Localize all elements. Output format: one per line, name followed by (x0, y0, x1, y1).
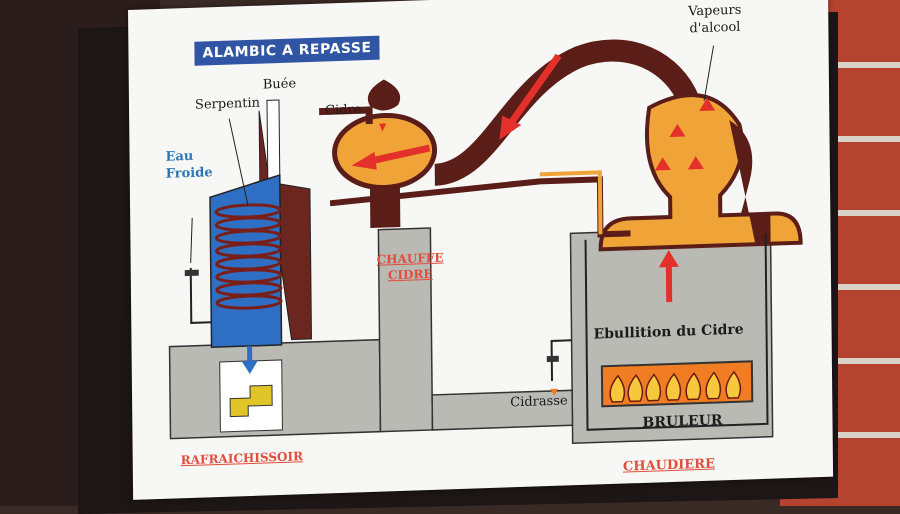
descending-arrow (509, 56, 560, 126)
vessel-dome (368, 79, 401, 111)
poster: ALAMBIC A REPASSE Buée Serpentin Cidre E… (128, 0, 833, 500)
buee-pipe (267, 100, 280, 180)
vapeurs-pointer (704, 46, 715, 101)
label-vapeurs-alcool: Vapeurs d'alcool (688, 2, 742, 38)
label-cidre: Cidre (325, 102, 361, 118)
still-diagram (128, 0, 833, 500)
label-chauffe-cidre: CHAUFFE CIDRE (377, 250, 444, 284)
label-buee: Buée (263, 76, 296, 92)
eau-froide-pointer (190, 218, 192, 263)
vessel-neck (370, 187, 400, 228)
label-eau-froide: Eau Froide (165, 147, 212, 183)
water-valve (185, 270, 199, 276)
label-cidrasse: Cidrasse (510, 393, 568, 410)
cidrasse-valve (547, 356, 559, 362)
label-bruleur: BRULEUR (642, 412, 722, 431)
label-serpentin: Serpentin (195, 96, 260, 113)
label-chaudiere: CHAUDIERE (623, 457, 715, 475)
